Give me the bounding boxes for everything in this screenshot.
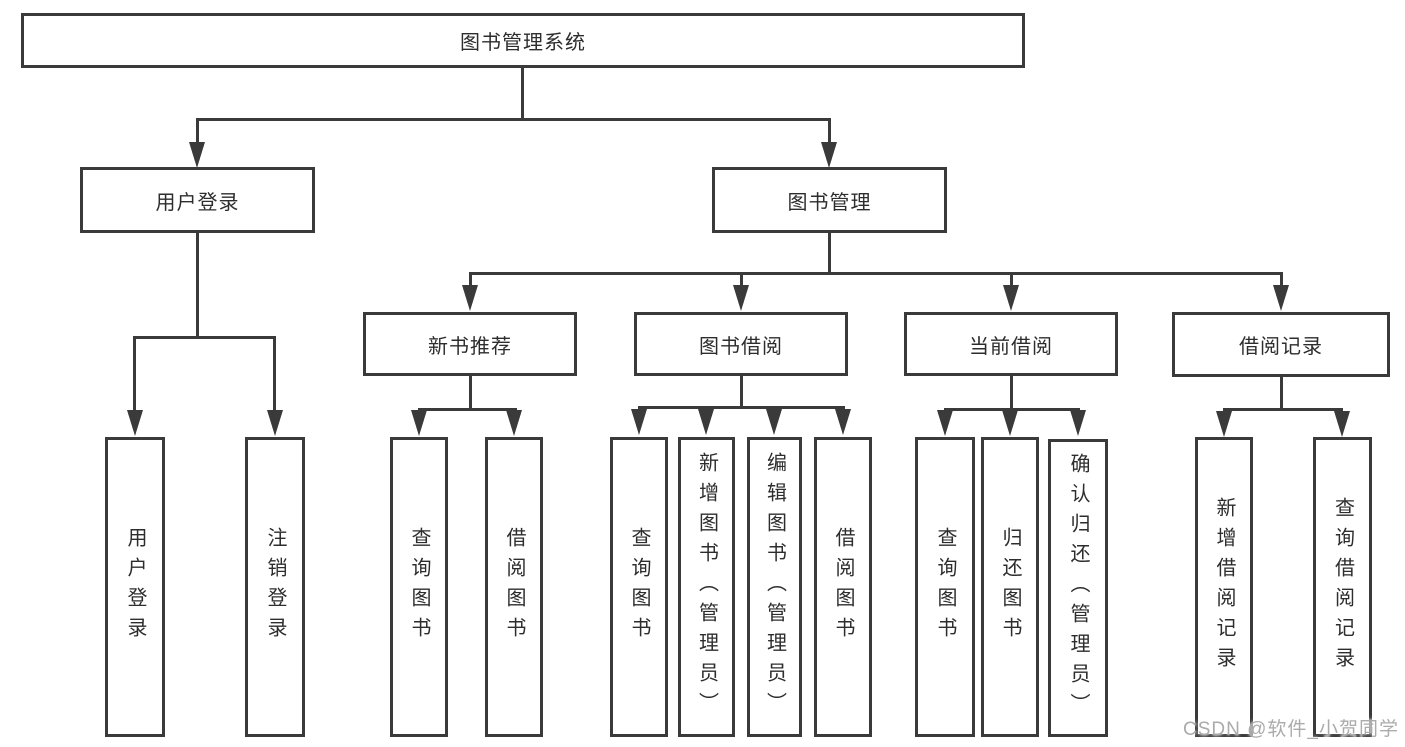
leaf-label: 归还图书 — [999, 527, 1021, 647]
leaf-query-books-recommend: 查询图书 — [390, 437, 448, 737]
leaf-label: 确认归还（管理员） — [1067, 453, 1089, 723]
connector-line — [273, 336, 276, 410]
connector-line — [469, 272, 1283, 275]
arrow-down-icon — [631, 409, 647, 435]
arrow-down-icon — [411, 410, 427, 436]
connector-line — [828, 233, 831, 272]
arrow-down-icon — [1070, 410, 1086, 436]
connector-line — [196, 233, 199, 336]
connector-line — [469, 272, 472, 286]
leaf-label: 新增借阅记录 — [1213, 497, 1235, 677]
arrow-down-icon — [127, 410, 143, 436]
connector-line — [521, 68, 524, 118]
connector-line — [1280, 272, 1283, 286]
connector-line — [133, 336, 136, 410]
leaf-label: 查询图书 — [408, 527, 430, 647]
leaf-logout-login: 注销登录 — [245, 437, 305, 737]
node-label: 用户登录 — [155, 191, 240, 214]
node-book-borrowing: 图书借阅 — [634, 312, 848, 376]
connector-line — [740, 272, 743, 286]
arrow-down-icon — [733, 285, 749, 311]
arrow-down-icon — [1216, 411, 1232, 437]
leaf-return-books: 归还图书 — [981, 437, 1039, 737]
leaf-add-borrow-record: 新增借阅记录 — [1195, 437, 1253, 737]
leaf-user-login: 用户登录 — [105, 437, 165, 737]
node-label: 图书管理 — [787, 191, 872, 214]
leaf-query-borrow-record: 查询借阅记录 — [1313, 437, 1372, 737]
watermark-text: CSDN @软件_小贺同学 — [1183, 719, 1399, 740]
leaf-label: 注销登录 — [264, 527, 286, 647]
node-label: 图书借阅 — [699, 335, 783, 358]
arrow-down-icon — [506, 410, 522, 436]
arrow-down-icon — [1334, 411, 1350, 437]
connector-line — [196, 118, 831, 121]
leaf-label: 借阅图书 — [503, 527, 525, 647]
connector-line — [196, 118, 199, 144]
leaf-query-books-current: 查询图书 — [915, 437, 975, 737]
node-borrow-records: 借阅记录 — [1172, 312, 1390, 377]
node-library-management-system: 图书管理系统 — [21, 13, 1025, 68]
node-new-book-recommend: 新书推荐 — [363, 312, 577, 376]
arrow-down-icon — [821, 142, 837, 168]
leaf-label: 查询图书 — [934, 527, 956, 647]
leaf-add-books-admin: 新增图书（管理员） — [678, 437, 735, 737]
connector-line — [1010, 272, 1013, 286]
leaf-borrow-books-borrowing: 借阅图书 — [814, 437, 872, 737]
connector-line — [638, 406, 845, 409]
arrow-down-icon — [698, 409, 714, 435]
leaf-label: 查询图书 — [628, 527, 650, 647]
connector-line — [740, 376, 743, 407]
arrow-down-icon — [267, 410, 283, 436]
connector-line — [944, 408, 1080, 411]
leaf-borrow-books-recommend: 借阅图书 — [485, 437, 543, 737]
leaf-edit-books-admin: 编辑图书（管理员） — [747, 437, 802, 737]
arrow-down-icon — [835, 409, 851, 435]
leaf-label: 借阅图书 — [832, 527, 854, 647]
leaf-confirm-return-admin: 确认归还（管理员） — [1048, 439, 1108, 737]
leaf-query-books-borrowing: 查询图书 — [610, 437, 668, 737]
connector-line — [133, 336, 276, 339]
arrow-down-icon — [189, 142, 205, 168]
arrow-down-icon — [1002, 410, 1018, 436]
connector-line — [1223, 408, 1343, 411]
leaf-label: 编辑图书（管理员） — [763, 452, 786, 722]
connector-line — [1280, 377, 1283, 408]
leaf-label: 用户登录 — [124, 527, 146, 647]
leaf-label: 新增图书（管理员） — [695, 452, 718, 722]
node-current-borrowing: 当前借阅 — [904, 312, 1118, 376]
arrow-down-icon — [766, 409, 782, 435]
connector-line — [418, 408, 517, 411]
node-label: 图书管理系统 — [460, 32, 586, 54]
arrow-down-icon — [1273, 285, 1289, 311]
node-user-login: 用户登录 — [80, 167, 315, 233]
connector-line — [828, 118, 831, 144]
node-label: 当前借阅 — [969, 335, 1053, 358]
node-book-management: 图书管理 — [712, 167, 947, 233]
node-label: 新书推荐 — [428, 335, 512, 358]
leaf-label: 查询借阅记录 — [1331, 497, 1354, 677]
connector-line — [1010, 376, 1013, 408]
arrow-down-icon — [1003, 285, 1019, 311]
arrow-down-icon — [937, 410, 953, 436]
arrow-down-icon — [462, 285, 478, 311]
node-label: 借阅记录 — [1239, 336, 1323, 358]
connector-line — [469, 376, 472, 408]
